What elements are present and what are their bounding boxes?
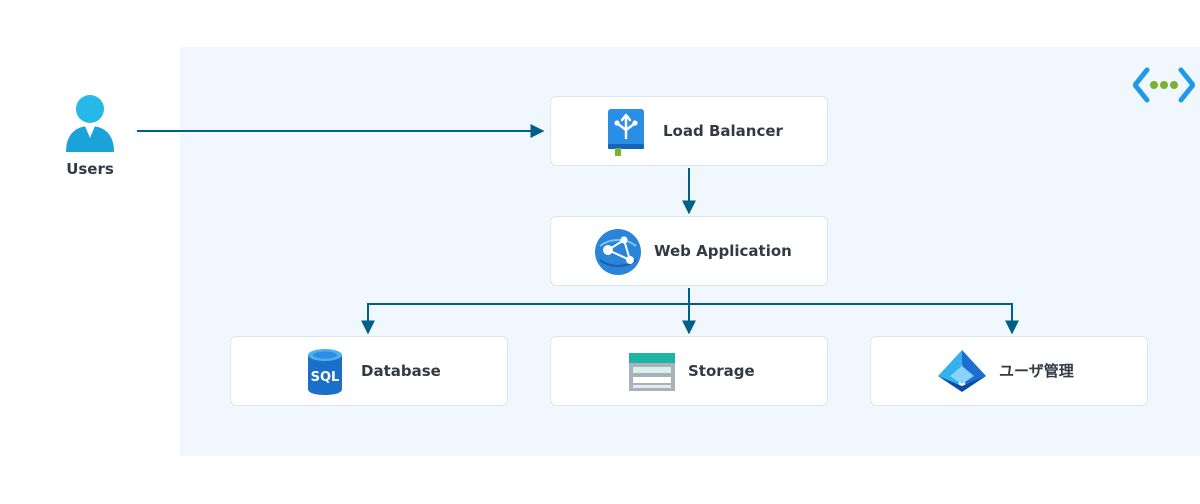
user-icon: [66, 95, 114, 152]
web-app-icon: [595, 229, 641, 275]
users-actor: Users: [58, 94, 122, 184]
entra-id-icon: [938, 350, 986, 392]
user-management-node[interactable]: ユーザ管理: [870, 336, 1148, 406]
load-balancer-node[interactable]: Load Balancer: [550, 96, 828, 166]
web-application-node[interactable]: Web Application: [550, 216, 828, 286]
storage-icon: [629, 353, 675, 391]
database-node[interactable]: SQL Database: [230, 336, 508, 406]
users-label: Users: [66, 160, 114, 178]
user-management-label: ユーザ管理: [999, 362, 1074, 380]
sql-database-icon: SQL: [308, 349, 342, 395]
storage-node[interactable]: Storage: [550, 336, 828, 406]
web-application-label: Web Application: [654, 242, 792, 260]
virtual-network-icon: [1133, 67, 1195, 103]
load-balancer-label: Load Balancer: [663, 122, 783, 140]
sql-icon-text: SQL: [311, 370, 340, 385]
load-balancer-icon: [608, 109, 644, 156]
database-label: Database: [361, 362, 441, 380]
storage-label: Storage: [688, 362, 755, 380]
